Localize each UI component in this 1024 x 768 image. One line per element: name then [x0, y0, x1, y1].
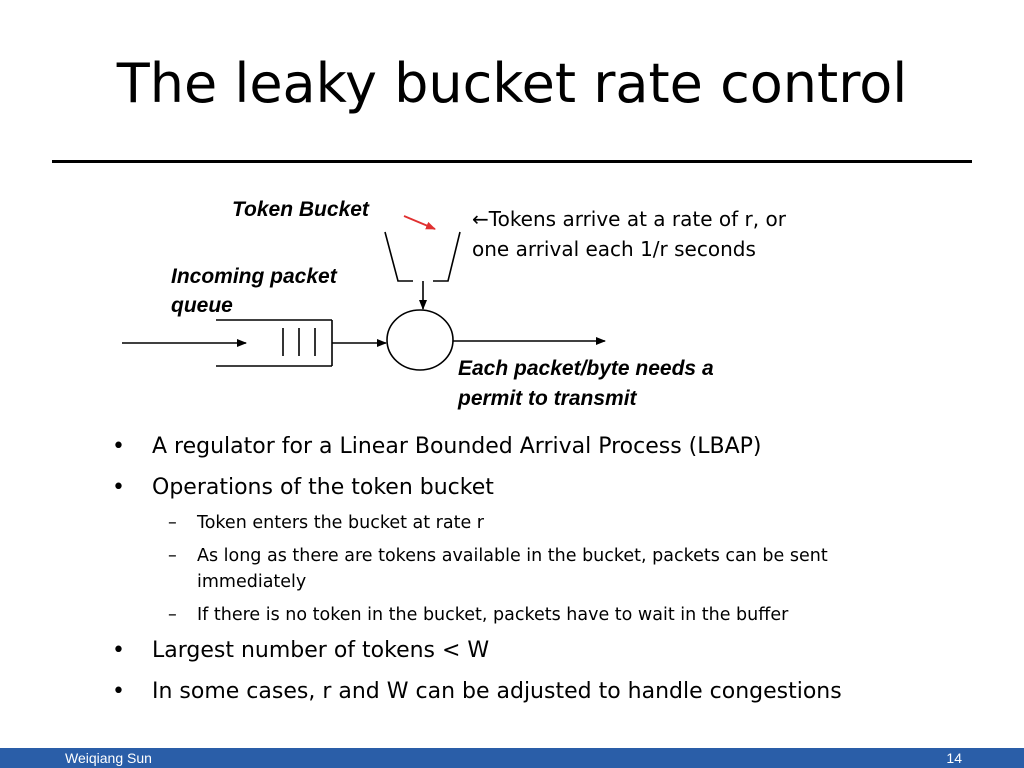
bullet-text: A regulator for a Linear Bounded Arrival…: [152, 434, 762, 459]
dash-marker: –: [168, 513, 177, 533]
token-bucket-diagram: Token Bucket Incoming packet queue Each …: [122, 198, 786, 410]
permit-label: Each packet/byte needs a permit to trans…: [458, 357, 714, 410]
diagram-graphics: [122, 215, 606, 371]
sub-bullet-item: – Token enters the bucket at rate r: [112, 510, 932, 536]
bullet-text: Largest number of tokens < W: [152, 638, 490, 663]
bullet-text: Operations of the token bucket: [152, 475, 494, 500]
title-divider: [52, 160, 972, 163]
bucket-right-wall: [433, 231, 461, 282]
footer-author: Weiqiang Sun: [65, 750, 152, 766]
slide-title: The leaky bucket rate control: [116, 52, 908, 115]
sub-bullet-item: – If there is no token in the bucket, pa…: [112, 602, 932, 628]
bullet-item: • In some cases, r and W can be adjusted…: [112, 677, 932, 707]
regulator-circle: [386, 309, 454, 371]
bullet-item: • Operations of the token bucket: [112, 473, 932, 503]
sub-bullet-text: If there is no token in the bucket, pack…: [197, 605, 789, 625]
bucket-left-wall: [384, 231, 413, 282]
token-bucket-label: Token Bucket: [232, 198, 369, 221]
sub-bullet-item: – As long as there are tokens available …: [112, 543, 932, 595]
sub-bullet-text: Token enters the bucket at rate r: [197, 513, 484, 533]
page-number: 14: [946, 750, 962, 766]
bullet-item: • Largest number of tokens < W: [112, 636, 932, 666]
bullet-list: • A regulator for a Linear Bounded Arriv…: [112, 432, 932, 718]
token-arrival-arrow: [403, 215, 436, 230]
sub-bullet-list: – Token enters the bucket at rate r – As…: [112, 510, 932, 628]
token-arrival-note: ←Tokens arrive at a rate of r, or one ar…: [472, 207, 786, 261]
bullet-marker: •: [112, 638, 125, 663]
bullet-item: • A regulator for a Linear Bounded Arriv…: [112, 432, 932, 462]
bullet-marker: •: [112, 679, 125, 704]
dash-marker: –: [168, 605, 177, 625]
queue-label: Incoming packet queue: [171, 265, 337, 317]
bullet-marker: •: [112, 475, 125, 500]
bullet-text: In some cases, r and W can be adjusted t…: [152, 679, 842, 704]
bullet-marker: •: [112, 434, 125, 459]
footer-bar: Weiqiang Sun 14: [0, 748, 1024, 768]
sub-bullet-text: As long as there are tokens available in…: [197, 546, 828, 592]
dash-marker: –: [168, 546, 177, 566]
